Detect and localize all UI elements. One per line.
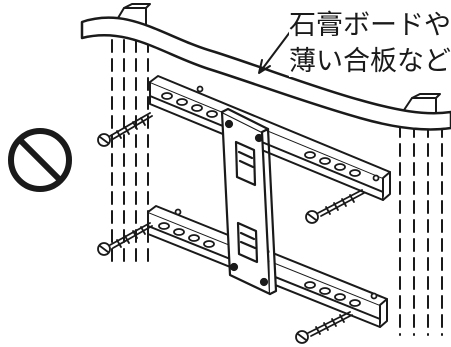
prohibition-icon <box>8 128 72 192</box>
screw-upper-right-icon <box>305 189 365 224</box>
screw-upper-left-icon <box>97 112 153 147</box>
screw-lower-right-icon <box>295 311 353 344</box>
caption-line-2: 薄い合板など <box>289 46 451 77</box>
lower-bracket-slots <box>158 222 361 307</box>
vertical-mounting-plate <box>220 107 278 296</box>
screw-icon <box>97 112 365 344</box>
wall-studs <box>111 39 443 336</box>
caption-pointer <box>258 31 291 74</box>
screw-lower-left-icon <box>97 222 153 256</box>
caption-line-1: 石膏ボードや <box>289 10 451 41</box>
upper-bracket-slots <box>161 92 361 177</box>
bracket-pins <box>174 85 380 300</box>
wall-surface-curve <box>80 16 451 131</box>
